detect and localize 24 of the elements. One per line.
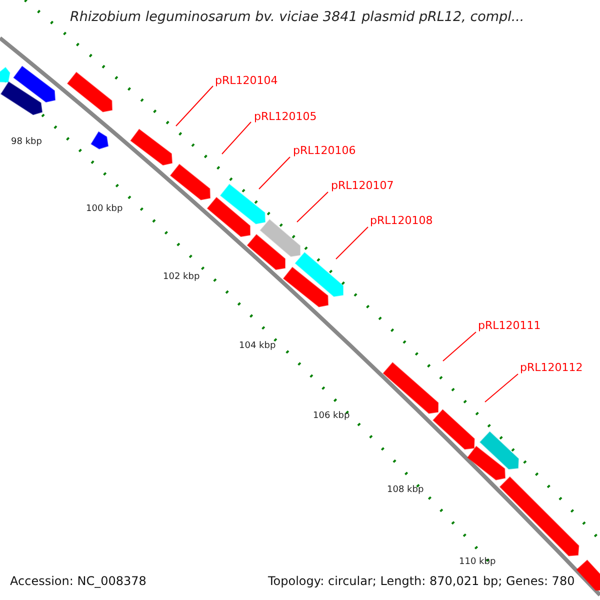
gene-label: pRL120104 bbox=[215, 74, 278, 87]
scale-label: 100 kbp bbox=[86, 204, 123, 214]
scale-label: 108 kbp bbox=[387, 485, 424, 495]
leader-line bbox=[484, 374, 518, 402]
scale-label: 104 kbp bbox=[239, 341, 276, 351]
gene-label: pRL120111 bbox=[478, 319, 541, 332]
scale-label: 98 kbp bbox=[11, 137, 42, 147]
gene-label: pRL120107 bbox=[331, 179, 394, 192]
leader-line bbox=[258, 156, 290, 190]
gene-label: pRL120108 bbox=[370, 214, 433, 227]
leader-line bbox=[296, 192, 328, 222]
scale-label: 102 kbp bbox=[163, 272, 200, 282]
gene-label: pRL120112 bbox=[520, 361, 583, 374]
leader-line bbox=[442, 332, 476, 362]
info-text: Topology: circular; Length: 870,021 bp; Genes: 780 bbox=[268, 574, 575, 588]
info-text: Accession: NC_008378 bbox=[10, 574, 146, 588]
gene-label: pRL120105 bbox=[254, 110, 317, 123]
leader-line bbox=[176, 86, 214, 126]
leader-line bbox=[222, 122, 252, 154]
scale-label: 106 kbp bbox=[313, 411, 350, 421]
leader-line bbox=[336, 226, 368, 260]
scale-label: 110 kbp bbox=[459, 557, 496, 567]
title: Rhizobium leguminosarum bv. viciae 3841 plasmid pRL12, compl... bbox=[70, 9, 524, 25]
gene-label: pRL120106 bbox=[293, 144, 356, 157]
